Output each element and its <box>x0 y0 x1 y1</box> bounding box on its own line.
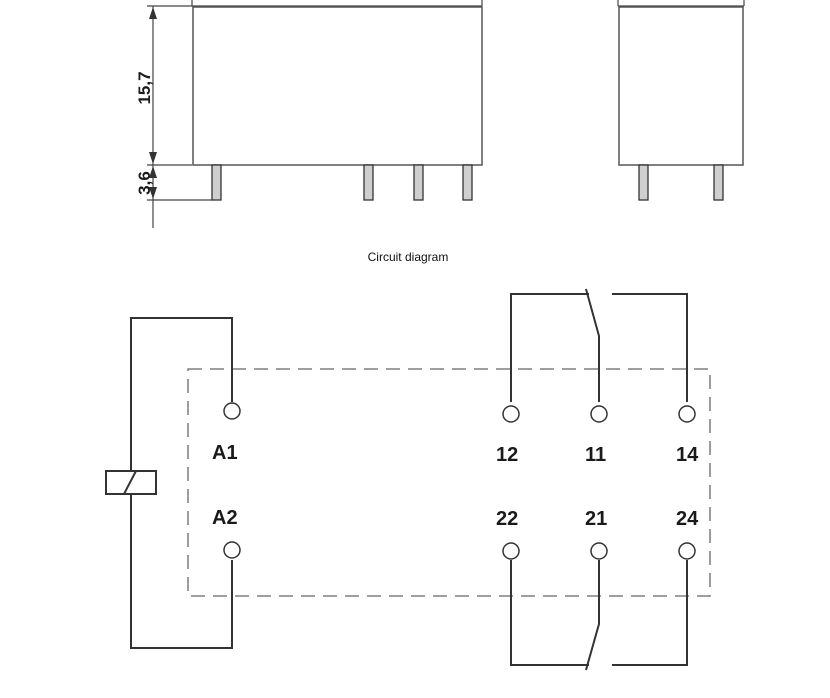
contact2-switch-arm <box>585 560 600 671</box>
label-11: 11 <box>585 444 606 466</box>
relay-housing-outline <box>187 368 711 597</box>
terminal-12 <box>502 405 520 423</box>
contact2-nc-wire <box>510 560 589 666</box>
pin-front-1 <box>211 164 222 201</box>
contact1-no-wire <box>612 293 688 402</box>
terminal-24 <box>678 542 696 560</box>
dim-body-height-label: 15,7 <box>135 71 154 104</box>
contact1-switch-arm <box>585 288 600 402</box>
coil-wire-top <box>130 317 233 471</box>
front-view <box>191 0 483 201</box>
terminal-a1 <box>223 402 241 420</box>
terminal-11 <box>590 405 608 423</box>
terminal-a2 <box>223 541 241 559</box>
terminal-21 <box>590 542 608 560</box>
label-a1: A1 <box>212 442 238 464</box>
label-21: 21 <box>585 508 607 530</box>
pin-side-1 <box>638 164 649 201</box>
contact1-nc-wire <box>510 293 589 402</box>
dim-arrow-mid-upper <box>149 152 157 164</box>
dim-arrow-mid-lower <box>149 166 157 178</box>
label-14: 14 <box>676 444 699 466</box>
coil-wire-bottom <box>130 494 233 649</box>
pin-front-4 <box>462 164 473 201</box>
dimension-lines: 15,7 3,6 <box>135 5 212 228</box>
terminal-22 <box>502 542 520 560</box>
label-a2: A2 <box>212 507 238 529</box>
coil-symbol-slash <box>123 470 137 495</box>
label-22: 22 <box>496 508 518 530</box>
pin-front-2 <box>363 164 374 201</box>
label-24: 24 <box>676 508 699 530</box>
pin-side-2 <box>713 164 724 201</box>
side-view <box>617 0 745 201</box>
circuit-diagram: A1 A2 12 11 14 22 21 24 <box>105 288 711 671</box>
dim-pin-length-label: 3,6 <box>135 171 154 195</box>
pin-front-3 <box>413 164 424 201</box>
terminal-14 <box>678 405 696 423</box>
contact2-no-wire <box>612 560 688 666</box>
circuit-diagram-caption: Circuit diagram <box>368 250 449 264</box>
label-12: 12 <box>496 444 518 466</box>
relay-body-front <box>192 6 483 166</box>
relay-body-side <box>618 6 744 166</box>
dim-arrow-bottom <box>149 187 157 199</box>
dim-arrow-top <box>149 7 157 19</box>
